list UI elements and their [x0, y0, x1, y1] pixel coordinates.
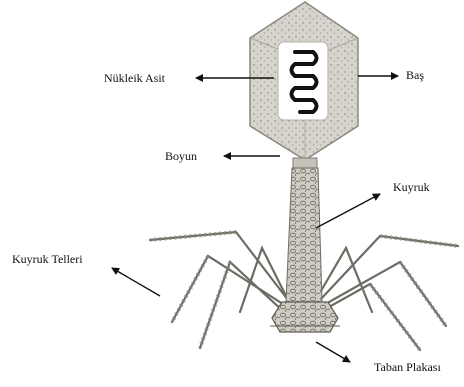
neck [293, 158, 317, 168]
head-capsid [250, 2, 358, 160]
fiber-right-mid [322, 262, 446, 326]
label-tail-fibers: Kuyruk Telleri [12, 252, 83, 266]
arrow-tail [316, 194, 380, 228]
tail-sheath [286, 168, 322, 302]
label-nucleic-acid: Nükleik Asit [104, 71, 165, 85]
arrow-tail-fibers [112, 268, 160, 296]
label-head: Baş [406, 68, 424, 82]
base-plate [270, 302, 340, 332]
fiber-left-upper [150, 232, 288, 300]
label-neck: Boyun [165, 149, 197, 163]
label-tail: Kuyruk [393, 180, 430, 194]
arrow-base-plate [316, 342, 350, 362]
label-base-plate: Taban Plakası [374, 360, 441, 374]
